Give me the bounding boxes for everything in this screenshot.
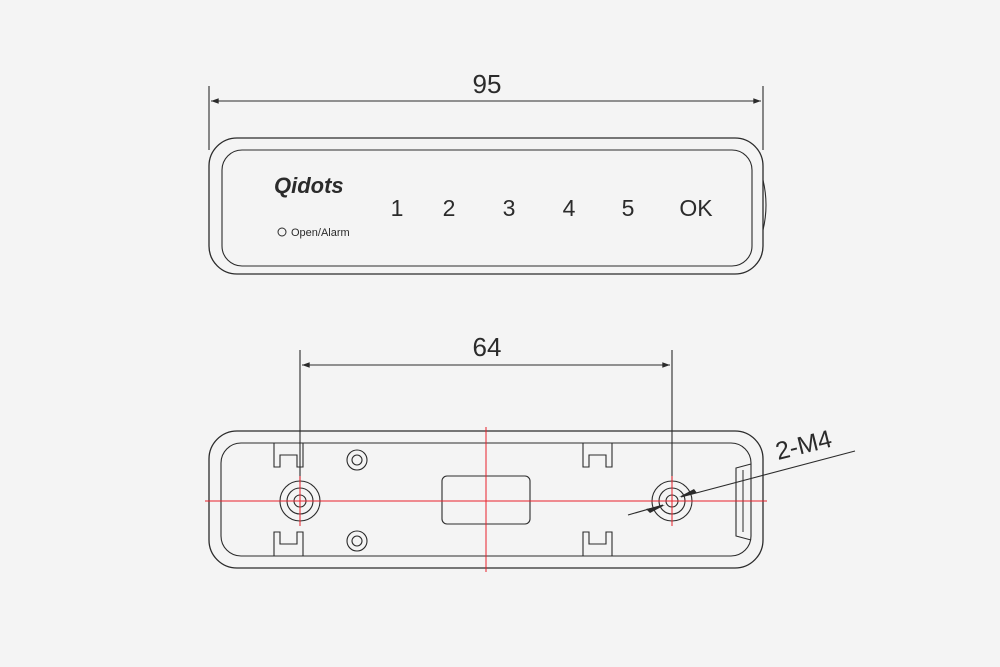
key-2[interactable]: 2	[443, 195, 456, 221]
key-1[interactable]: 1	[391, 195, 404, 221]
key-3[interactable]: 3	[503, 195, 516, 221]
indicator-label: Open/Alarm	[291, 227, 350, 239]
leader-arrow-out	[679, 489, 697, 497]
clip-top-left	[273, 443, 304, 468]
leader-line-upper	[680, 450, 856, 498]
hole-callout-leader	[627, 450, 856, 516]
width-dimension-label: 95	[473, 69, 502, 99]
hole-spacing-dimension	[299, 350, 673, 483]
hole-callout-label: 2-M4	[773, 425, 835, 466]
clip-bottom-right	[582, 531, 613, 556]
hole-spacing-label: 64	[473, 332, 502, 362]
front-housing-outer	[208, 137, 764, 275]
side-button-bump	[762, 179, 767, 231]
brand-logo: Qidots	[274, 173, 344, 198]
side-latch	[735, 463, 752, 541]
width-dimension	[208, 86, 764, 150]
key-4[interactable]: 4	[563, 195, 576, 221]
key-5[interactable]: 5	[622, 195, 635, 221]
keypad: 1 2 3 4 5 OK	[391, 195, 714, 221]
screw-bosses	[346, 449, 368, 552]
mounting-clips	[273, 443, 613, 556]
front-view: 95 Qidots Open/Alarm 1 2 3 4 5 OK	[208, 69, 767, 275]
front-panel-inner	[221, 149, 753, 267]
leader-arrow-in	[646, 505, 665, 513]
centerlines	[205, 427, 767, 572]
clip-top-right	[582, 443, 613, 468]
back-view: 64	[205, 332, 856, 572]
status-led-icon	[277, 227, 287, 237]
leader-line-lower	[627, 504, 664, 516]
clip-bottom-left	[273, 531, 304, 556]
key-ok[interactable]: OK	[679, 195, 713, 221]
